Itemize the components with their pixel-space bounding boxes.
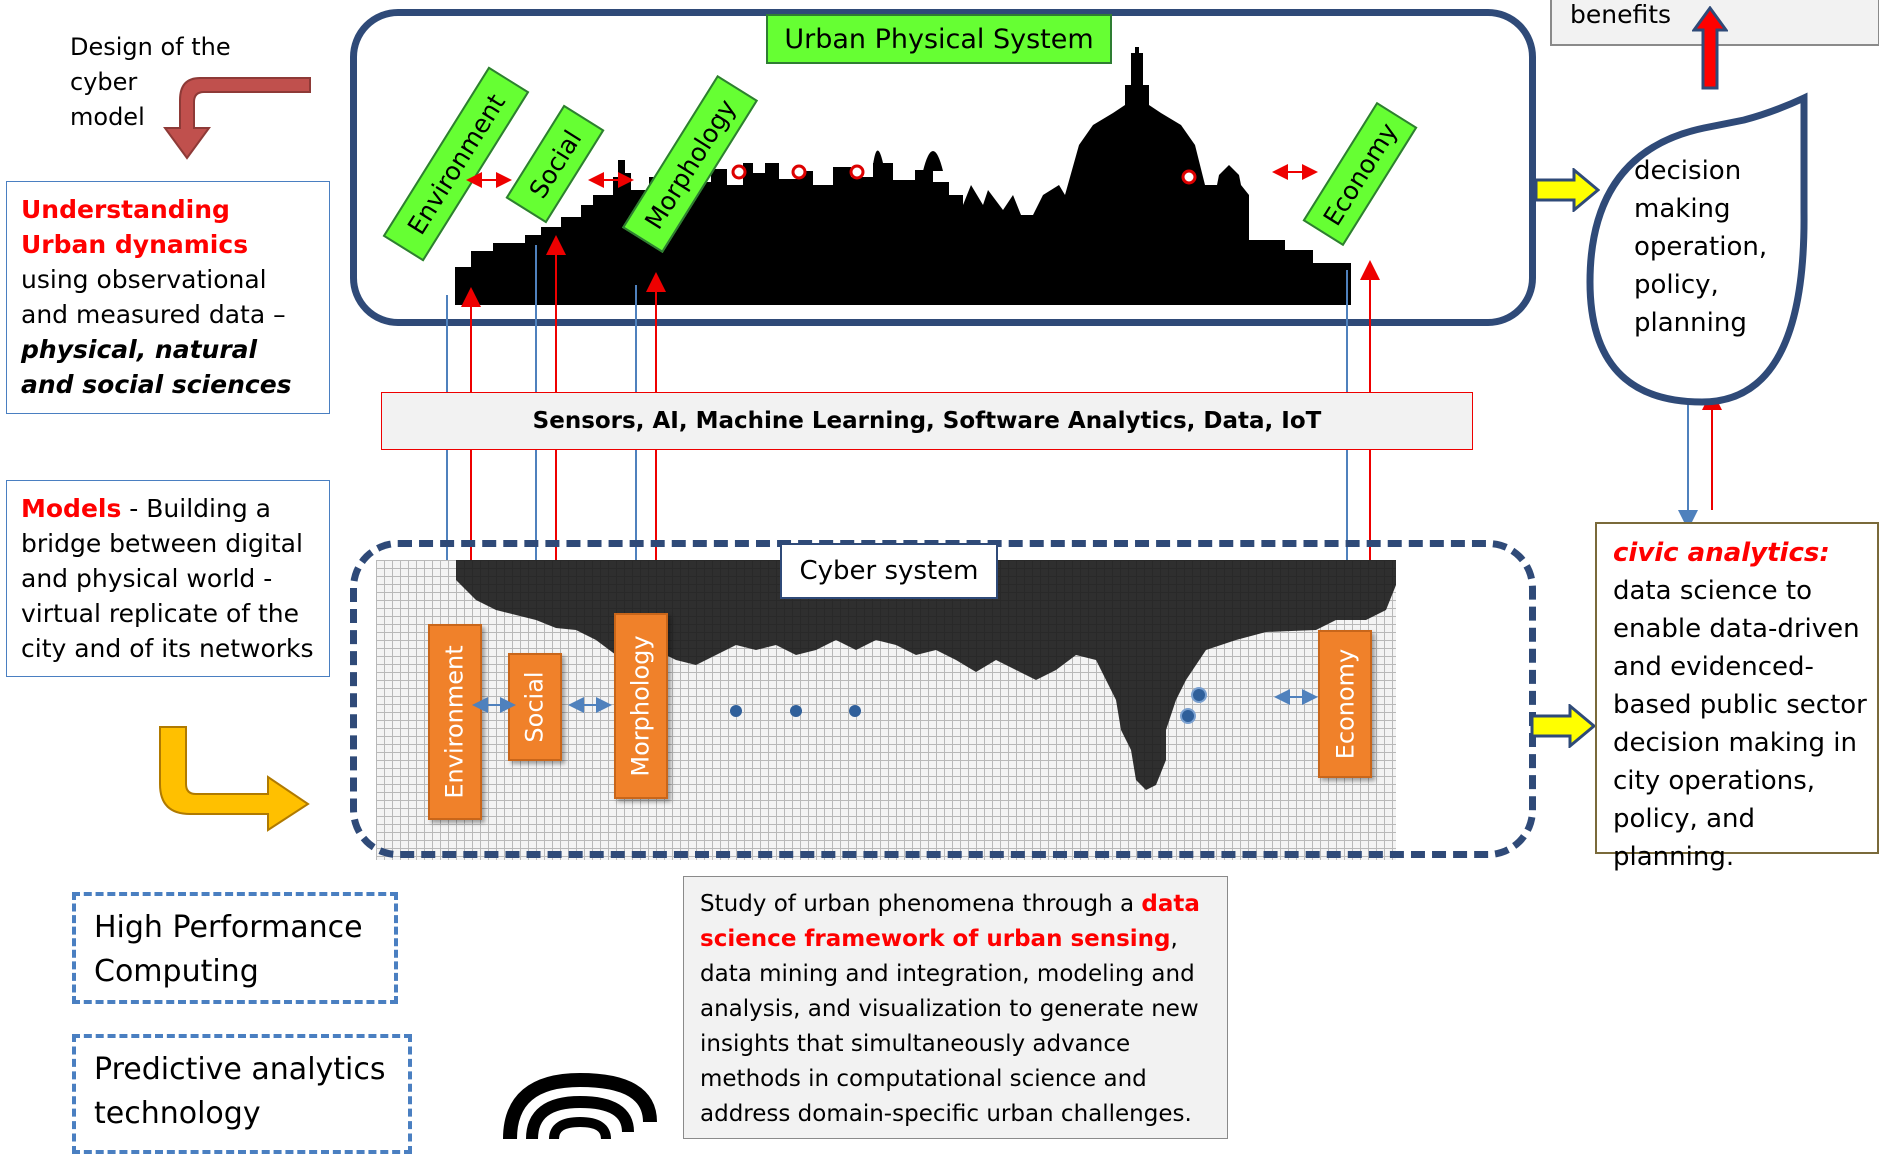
design-label-line2: cyber — [70, 68, 138, 96]
civic-text: data science to enable data-driven and e… — [1613, 576, 1867, 872]
predictive-line2: technology — [94, 1096, 261, 1131]
understanding-text: using observational and measured data – — [21, 265, 286, 329]
cyber-label-economy: Economy — [1318, 630, 1372, 778]
decision-bubble-shape — [1586, 92, 1808, 406]
predictive-line1: Predictive analytics — [94, 1052, 386, 1087]
decision-line2: making — [1634, 194, 1731, 224]
urban-physical-title: Urban Physical System — [766, 14, 1112, 64]
cyber-silhouette — [456, 560, 1396, 790]
civic-red-text: civic analytics: — [1613, 538, 1830, 568]
models-text: - Building a bridge between digital and … — [21, 494, 314, 663]
cyber-title-text: Cyber system — [799, 556, 979, 586]
study-text2: , data mining and integration, modeling … — [700, 926, 1199, 1127]
design-label: Design of the cyber model — [70, 30, 231, 135]
l-right-arrow-icon — [159, 726, 310, 832]
models-box: Models - Building a bridge between digit… — [6, 480, 330, 677]
design-label-line3: model — [70, 103, 145, 131]
curved-down-arrow-icon — [163, 77, 311, 160]
decision-line5: planning — [1634, 308, 1747, 338]
civic-box: civic analytics: data science to enable … — [1595, 522, 1879, 872]
decision-line1: decision — [1634, 156, 1742, 186]
models-red-text: Models — [21, 494, 122, 523]
right-arrow-icon-top — [1534, 168, 1600, 212]
understanding-box: Understanding Urban dynamics using obser… — [6, 181, 330, 414]
study-box: Study of urban phenomena through a data … — [683, 876, 1228, 1139]
cyber-label-social: Social — [508, 653, 562, 761]
decision-line3: operation, — [1634, 232, 1768, 262]
study-text1: Study of urban phenomena through a — [700, 891, 1142, 917]
understanding-red-text: Understanding Urban dynamics — [21, 195, 249, 259]
cyber-title: Cyber system — [780, 543, 998, 599]
logo-icon — [503, 1072, 657, 1139]
hpc-line2: Computing — [94, 954, 259, 989]
benefits-text: benefits — [1570, 0, 1672, 29]
design-label-line1: Design of the — [70, 33, 231, 61]
cyber-label-morphology: Morphology — [614, 613, 668, 799]
skyline-silhouette — [455, 47, 1351, 305]
understanding-bold-text: physical, natural and social sciences — [21, 335, 292, 399]
decision-bubble-text: decision making operation, policy, plann… — [1634, 152, 1767, 342]
hpc-box: High Performance Computing — [72, 892, 398, 1004]
cyber-label-environment: Environment — [428, 624, 482, 820]
study-red-text: data science framework of urban sensing — [700, 891, 1200, 952]
urban-physical-title-text: Urban Physical System — [784, 23, 1094, 55]
sensors-bar: Sensors, AI, Machine Learning, Software … — [381, 392, 1473, 450]
predictive-box: Predictive analytics technology — [72, 1034, 412, 1154]
hpc-line1: High Performance — [94, 910, 363, 945]
up-arrow-icon — [1692, 6, 1728, 90]
sensors-bar-text: Sensors, AI, Machine Learning, Software … — [532, 408, 1322, 434]
decision-line4: policy, — [1634, 270, 1719, 300]
right-arrow-icon-bottom — [1530, 704, 1596, 748]
